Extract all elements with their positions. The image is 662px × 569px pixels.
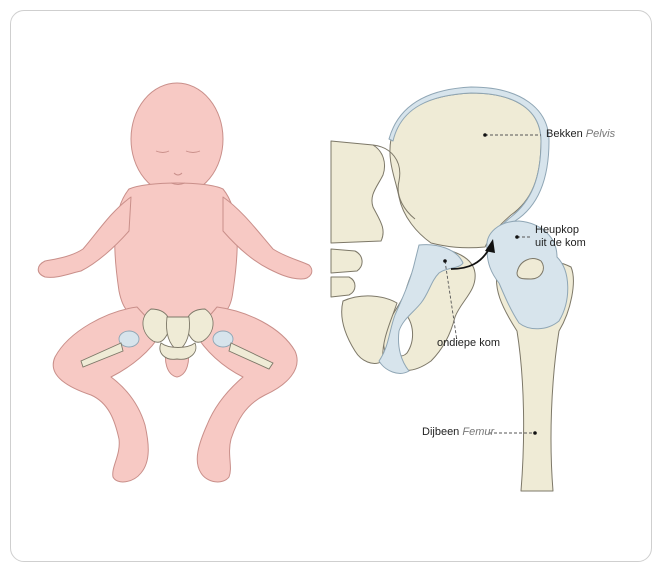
hip-dysplasia-illustration xyxy=(11,11,651,561)
label-femoral-head: Heupkop uit de kom xyxy=(535,224,586,250)
label-femur-name: Dijbeen xyxy=(422,426,459,438)
label-femur: Dijbeen Femur xyxy=(422,426,494,439)
label-pelvis-name: Bekken xyxy=(546,128,583,140)
illustration-card: Bekken Pelvis Heupkop uit de kom ondiepe… xyxy=(10,10,652,562)
label-shallow-socket: ondiepe kom xyxy=(437,337,500,350)
baby-left-leg xyxy=(53,307,161,482)
baby-figure xyxy=(38,83,312,482)
baby-torso xyxy=(115,183,238,319)
label-femur-latin: Femur xyxy=(462,426,494,438)
label-pelvis: Bekken Pelvis xyxy=(546,128,615,141)
baby-head xyxy=(131,83,223,195)
label-femoral-head-line2: uit de kom xyxy=(535,237,586,250)
label-pelvis-latin: Pelvis xyxy=(586,128,615,140)
label-femoral-head-line1: Heupkop xyxy=(535,224,586,237)
sacrum xyxy=(331,141,385,243)
